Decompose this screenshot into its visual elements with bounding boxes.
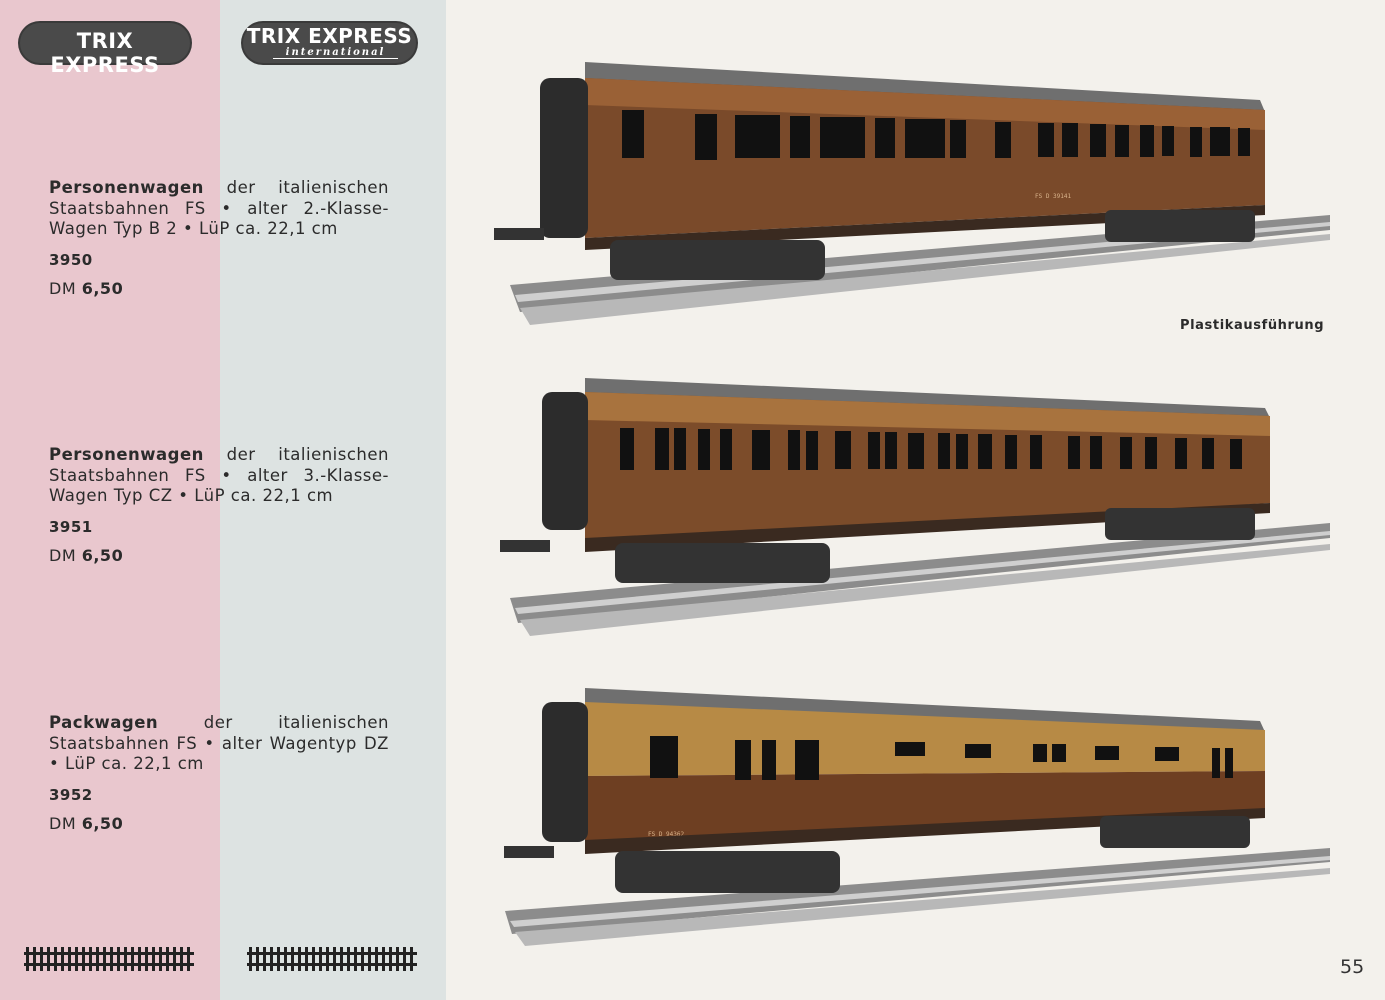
logo-subtext: international <box>273 47 398 59</box>
bogie-rear <box>1105 210 1255 242</box>
product-description: Personenwagen der italienischen Staatsba… <box>49 445 389 507</box>
car-windows <box>620 428 1242 470</box>
price-value: 6,50 <box>81 814 124 833</box>
price: DM 6,50 <box>49 814 389 835</box>
logo-text: TRIX EXPRESS <box>50 29 160 77</box>
bogie-front <box>615 543 830 583</box>
price-value: 6,50 <box>81 546 124 565</box>
price: DM 6,50 <box>49 279 389 300</box>
product-title: Packwagen <box>49 713 159 732</box>
baggage-car-3952-photo: FS D 94362 <box>504 688 1330 946</box>
car-vestibule <box>542 702 588 842</box>
photo-caption: Plastikausführung <box>1180 318 1325 333</box>
product-title: Personenwagen <box>49 178 204 197</box>
product-entry-3951: Personenwagen der italienischen Staatsba… <box>49 445 389 567</box>
product-details: der italienischen Staatsbahnen FS • alte… <box>49 713 389 773</box>
blue-band <box>220 0 446 1000</box>
passenger-car-3950-photo: FS D 39141 <box>494 62 1330 325</box>
car-number-label: FS D 39141 <box>1035 193 1072 200</box>
coupler <box>504 846 554 858</box>
pink-band <box>0 0 220 1000</box>
car-number-label: FS D 94362 <box>648 831 685 838</box>
bogie-front <box>610 240 825 280</box>
article-number: 3951 <box>49 517 93 536</box>
trix-express-international-logo: TRIX EXPRESS international <box>243 23 416 63</box>
page-number: 55 <box>1340 956 1365 978</box>
price-currency: DM <box>49 814 77 833</box>
product-description: Personenwagen der italienischen Staatsba… <box>49 178 389 240</box>
coupler <box>494 228 544 240</box>
bogie-rear <box>1100 816 1250 848</box>
price: DM 6,50 <box>49 546 389 567</box>
track-ornament-right <box>247 947 417 971</box>
product-details: der italienischen Staatsbahnen FS • alte… <box>49 445 389 505</box>
car-roof <box>585 378 1270 418</box>
product-entry-3950: Personenwagen der italienischen Staatsba… <box>49 178 389 300</box>
article-number: 3950 <box>49 250 93 269</box>
product-description: Packwagen der italienischen Staatsbahnen… <box>49 713 389 775</box>
passenger-car-3951-photo <box>500 378 1330 636</box>
bogie-rear <box>1105 508 1255 540</box>
product-entry-3952: Packwagen der italienischen Staatsbahnen… <box>49 713 389 835</box>
car-windows <box>650 736 1233 780</box>
product-title: Personenwagen <box>49 445 204 464</box>
car-body-lower <box>585 771 1265 848</box>
trix-express-logo: TRIX EXPRESS <box>20 23 190 77</box>
article-number: 3952 <box>49 785 93 804</box>
car-vestibule <box>542 392 588 530</box>
product-details: der italienischen Staatsbahnen FS • alte… <box>49 178 389 238</box>
track-ornament-left <box>24 947 194 971</box>
bogie-front <box>615 851 840 893</box>
car-roof <box>585 688 1265 732</box>
car-windows <box>622 110 1250 160</box>
coupler <box>500 540 550 552</box>
price-value: 6,50 <box>81 279 124 298</box>
car-roof <box>585 62 1265 112</box>
price-currency: DM <box>49 279 77 298</box>
logo-text: TRIX EXPRESS <box>246 24 413 48</box>
price-currency: DM <box>49 546 77 565</box>
car-vestibule <box>540 78 588 238</box>
